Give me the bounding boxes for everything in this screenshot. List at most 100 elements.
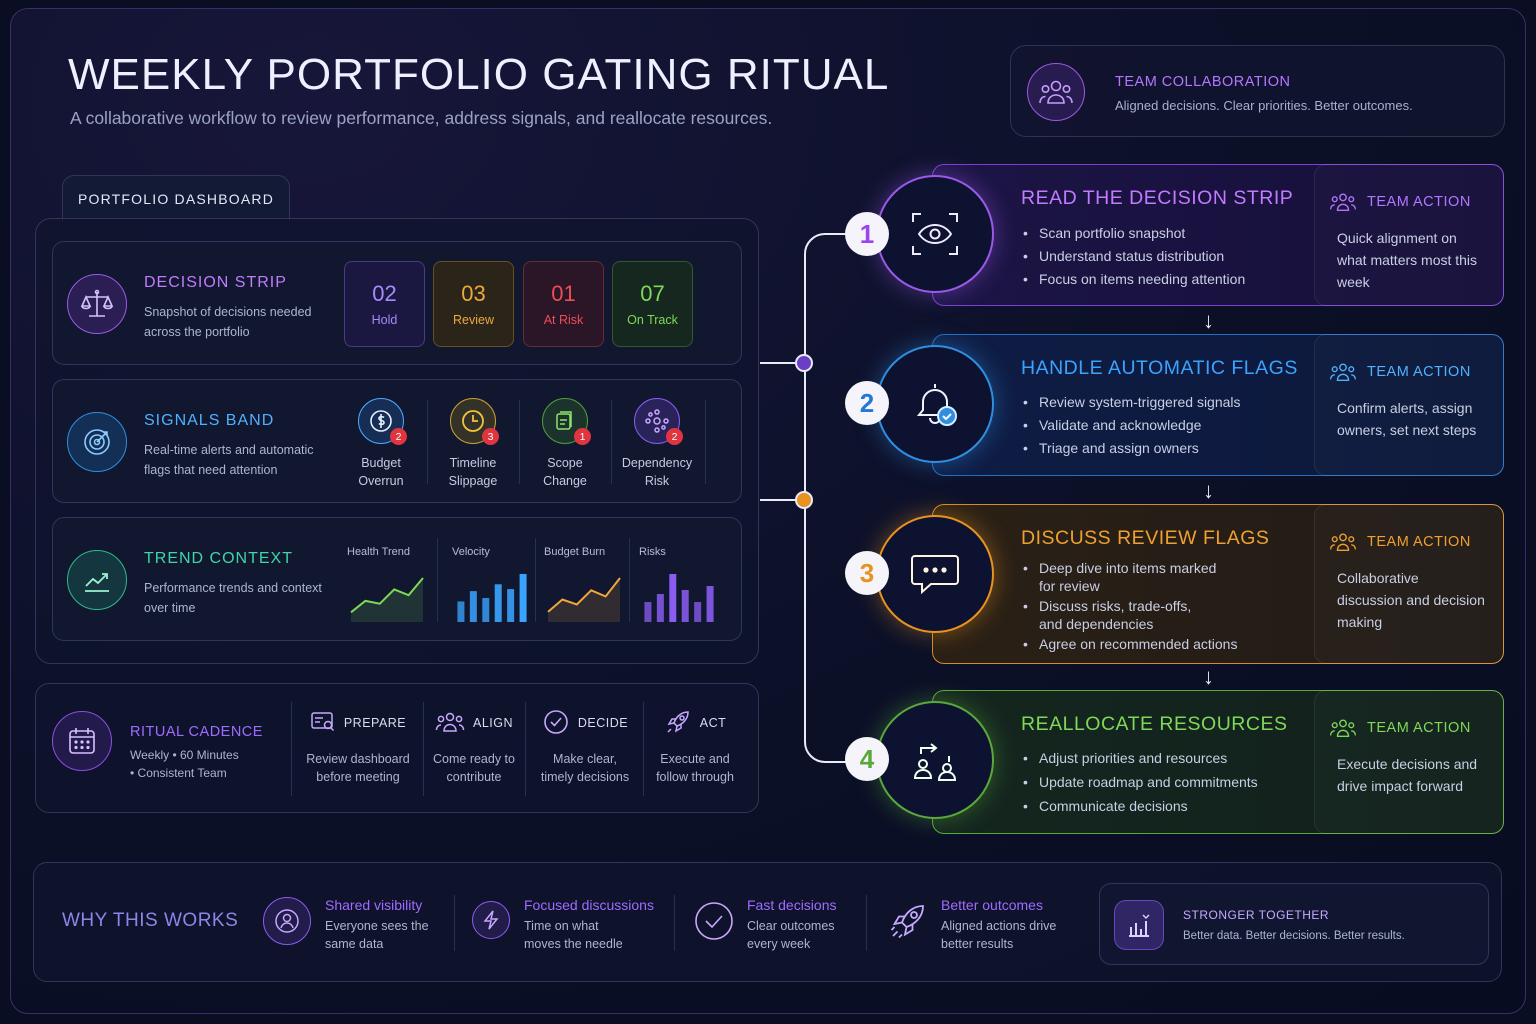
cadence-step-decide[interactable]: DECIDE Make clear,timely decisions <box>530 708 640 786</box>
trend-health[interactable]: Health Trend <box>347 546 435 627</box>
divider <box>427 400 428 484</box>
stat-hold[interactable]: 02 Hold <box>344 261 425 347</box>
team-action-panel: TEAM ACTION Execute decisions and drive … <box>1314 690 1504 834</box>
chart-line <box>350 577 424 614</box>
cadence-line2: • Consistent Team <box>130 766 227 780</box>
team-icon <box>1329 193 1357 211</box>
trend-icon <box>67 550 127 610</box>
step-number-4: 4 <box>845 737 889 781</box>
ritual-cadence-card: RITUAL CADENCE Weekly • 60 Minutes • Con… <box>35 683 759 813</box>
team-action-text: Confirm alerts, assign owners, set next … <box>1337 400 1477 438</box>
check-circle-icon <box>690 897 738 945</box>
dependency-icon: 2 <box>634 398 683 445</box>
signal-count-badge: 3 <box>482 428 499 445</box>
team-action-panel: TEAM ACTION Quick alignment on what matt… <box>1314 164 1504 306</box>
tab-portfolio-dashboard[interactable]: PORTFOLIO DASHBOARD <box>62 175 290 221</box>
signals-band-desc: Real-time alerts and automatic flags tha… <box>144 443 314 477</box>
step-bullets: Scan portfolio snapshot Understand statu… <box>1023 224 1245 288</box>
decision-strip-title: DECISION STRIP <box>144 274 287 291</box>
team-action-text: Quick alignment on what matters most thi… <box>1337 230 1478 290</box>
bar-chart-icon <box>1114 900 1164 950</box>
down-arrow-icon: ↓ <box>1203 664 1214 689</box>
why-title: WHY THIS WORKS <box>62 910 239 931</box>
divider <box>629 538 630 622</box>
people-icon <box>435 710 465 737</box>
shared-visibility-icon <box>263 897 311 945</box>
divider <box>705 400 706 484</box>
team-action-text: Execute decisions and drive impact forwa… <box>1337 756 1478 794</box>
bell-check-icon <box>876 345 994 463</box>
divider <box>611 400 612 484</box>
step-handle-automatic-flags[interactable]: HANDLE AUTOMATIC FLAGS Review system-tri… <box>932 334 1504 476</box>
step-bullets: Deep dive into items marked for review D… <box>1023 559 1237 653</box>
divider <box>866 895 867 951</box>
decision-strip-row: DECISION STRIP Snapshot of decisions nee… <box>52 241 742 365</box>
chart-bar <box>482 598 490 622</box>
collab-title: TEAM COLLABORATION <box>1115 74 1291 90</box>
stronger-together-card: STRONGER TOGETHER Better data. Better de… <box>1099 883 1489 965</box>
signal-count-badge: 1 <box>574 428 591 445</box>
trend-risks[interactable]: Risks <box>639 546 727 627</box>
lightning-icon <box>472 901 510 939</box>
step-title: HANDLE AUTOMATIC FLAGS <box>1021 357 1298 379</box>
risks-chart <box>644 574 714 622</box>
chart-bar <box>507 589 515 622</box>
velocity-chart <box>457 574 527 622</box>
chart-bar <box>656 594 664 622</box>
chart-line <box>547 577 621 613</box>
divider <box>519 400 520 484</box>
step-reallocate-resources[interactable]: REALLOCATE RESOURCES Adjust priorities a… <box>932 690 1504 834</box>
scope-icon: 1 <box>542 398 591 445</box>
decision-strip-desc: Snapshot of decisions needed across the … <box>144 305 312 339</box>
signal-count-badge: 2 <box>666 428 683 445</box>
divider <box>674 895 675 951</box>
chart-bar <box>519 574 527 622</box>
chart-bar <box>669 574 677 622</box>
chart-bar <box>681 590 689 622</box>
portfolio-dashboard: DECISION STRIP Snapshot of decisions nee… <box>35 218 759 664</box>
signal-count-badge: 2 <box>390 428 407 445</box>
divider <box>643 702 644 796</box>
step-number-2: 2 <box>845 381 889 425</box>
stat-on-track[interactable]: 07 On Track <box>612 261 693 347</box>
chart-bar <box>457 601 465 622</box>
step-read-decision-strip[interactable]: READ THE DECISION STRIP Scan portfolio s… <box>932 164 1504 306</box>
rocket-icon <box>664 708 692 739</box>
chart-bar <box>469 591 477 622</box>
clock-icon: 3 <box>450 398 499 445</box>
divider <box>437 538 438 622</box>
team-icon <box>1329 533 1357 551</box>
stat-at-risk[interactable]: 01 At Risk <box>523 261 604 347</box>
rocket-icon <box>884 897 932 945</box>
trend-budget-burn[interactable]: Budget Burn <box>544 546 632 627</box>
page-subtitle: A collaborative workflow to review perfo… <box>70 108 773 128</box>
cadence-line1: Weekly • 60 Minutes <box>130 748 239 762</box>
stat-review[interactable]: 03 Review <box>433 261 514 347</box>
trend-velocity[interactable]: Velocity <box>452 546 540 627</box>
budget-burn-chart <box>547 577 621 622</box>
chart-area <box>351 578 423 622</box>
step-discuss-review-flags[interactable]: DISCUSS REVIEW FLAGS Deep dive into item… <box>932 504 1504 664</box>
team-icon <box>1027 63 1085 121</box>
divider <box>454 895 455 951</box>
team-action-panel: TEAM ACTION Collaborative discussion and… <box>1314 504 1504 664</box>
signals-band-row: SIGNALS BAND Real-time alerts and automa… <box>52 379 742 503</box>
divider <box>525 702 526 796</box>
divider <box>423 702 424 796</box>
flow-connector <box>760 233 849 763</box>
step-number-3: 3 <box>845 551 889 595</box>
collab-text: Aligned decisions. Clear priorities. Bet… <box>1115 98 1413 113</box>
chart-bar <box>494 584 502 622</box>
dashboard-search-icon <box>310 710 336 737</box>
calendar-icon <box>52 711 112 771</box>
down-arrow-icon: ↓ <box>1203 308 1214 333</box>
step-number-1: 1 <box>845 212 889 256</box>
target-icon <box>67 412 127 472</box>
